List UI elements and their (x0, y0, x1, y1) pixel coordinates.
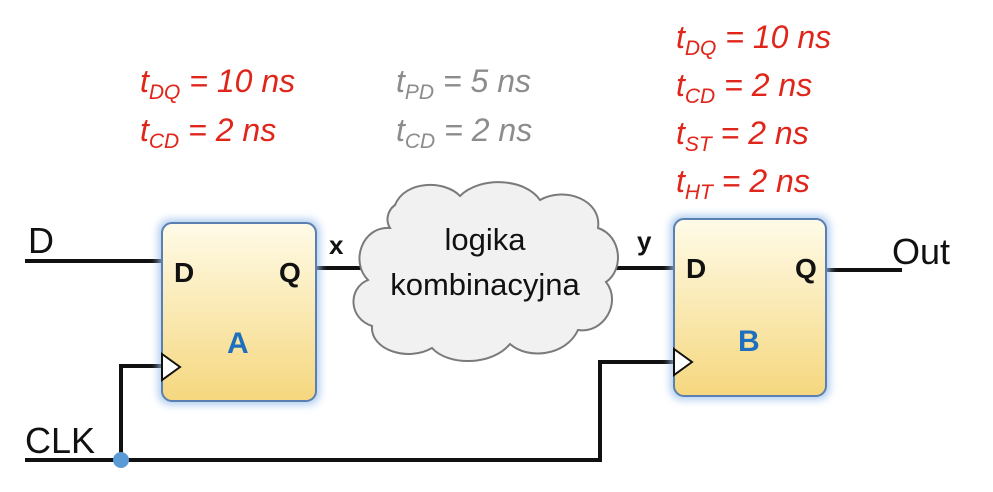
flipflop-a-body (161, 222, 317, 402)
timing-subscript: ST (685, 133, 714, 156)
timing-symbol: t (676, 67, 686, 103)
timing-symbol: t (676, 163, 686, 199)
timing-symbol: t (676, 115, 686, 151)
timing-b-line: tST = 2 ns (676, 115, 809, 156)
timing-subscript: PD (405, 81, 434, 104)
timing-b-line: tCD = 2 ns (676, 67, 812, 108)
timing-subscript: CD (685, 85, 715, 108)
clock-triangle-a-icon (161, 352, 182, 382)
flipflop-a-pin-q: Q (279, 257, 301, 288)
flipflop-b-pin-q: Q (795, 253, 817, 284)
timing-symbol: t (676, 19, 686, 55)
net-x-label: x (329, 230, 344, 260)
net-y-label: y (637, 226, 652, 256)
timing-subscript: DQ (149, 81, 181, 104)
timing-symbol: t (140, 112, 150, 148)
timing-a-line: tDQ = 10 ns (140, 63, 295, 104)
timing-value: = 2 ns (179, 112, 276, 148)
flipflop-b-name: B (738, 325, 760, 358)
timing-value: = 2 ns (712, 115, 809, 151)
timing-symbol: t (140, 63, 150, 99)
wire-clk-a (119, 364, 162, 460)
clock-triangle-b-icon (673, 347, 694, 377)
timing-value: = 10 ns (716, 19, 831, 55)
flipflop-b: D Q B (670, 215, 830, 400)
flipflop-a-pin-d: D (174, 257, 194, 288)
wire-clk-b (25, 360, 674, 462)
timing-subscript: CD (149, 130, 179, 153)
flipflop-b-pin-d: D (686, 253, 706, 284)
timing-symbol: t (396, 63, 406, 99)
logic-cloud: logika kombinacyjna (352, 181, 619, 362)
timing-subscript: DQ (685, 37, 717, 60)
timing-b-line: tHT = 2 ns (676, 163, 810, 204)
logic-label-line2: kombinacyjna (390, 267, 580, 302)
logic-label-line1: logika (445, 222, 527, 257)
output-label: Out (892, 231, 950, 272)
timing-subscript: CD (405, 130, 435, 153)
flipflop-a-name: A (227, 327, 249, 360)
timing-subscript: HT (685, 181, 715, 204)
clk-junction (113, 452, 129, 468)
timing-a-line: tCD = 2 ns (140, 112, 276, 153)
timing-value: = 2 ns (713, 163, 810, 199)
timing-logic-line: tPD = 5 ns (396, 63, 531, 104)
wires (25, 259, 902, 462)
flipflop-b-body (673, 218, 827, 397)
timing-value: = 5 ns (434, 63, 531, 99)
input-d-label: D (28, 220, 54, 261)
timing-logic-line: tCD = 2 ns (396, 112, 532, 153)
clk-label: CLK (25, 420, 95, 461)
timing-symbol: t (396, 112, 406, 148)
timing-b-line: tDQ = 10 ns (676, 19, 831, 60)
flipflop-a: D Q A (158, 219, 320, 405)
cloud-shape (352, 181, 619, 362)
timing-value: = 2 ns (715, 67, 812, 103)
timing-value: = 10 ns (180, 63, 295, 99)
timing-value: = 2 ns (435, 112, 532, 148)
